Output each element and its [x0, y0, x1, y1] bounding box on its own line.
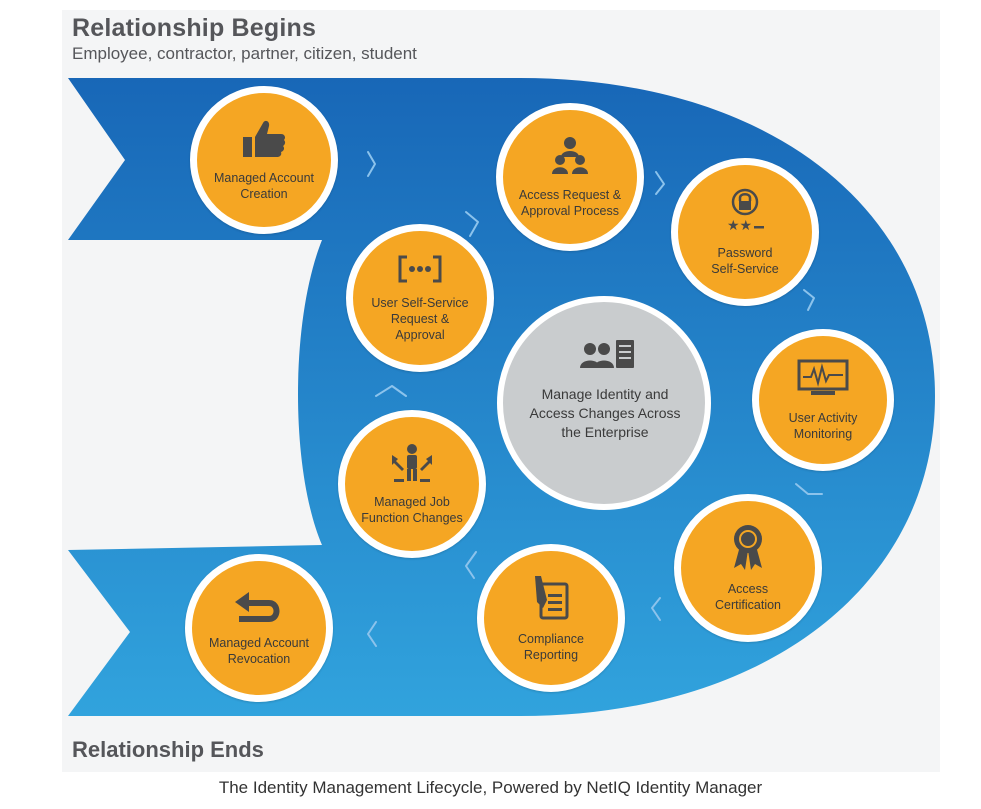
lock-password-icon: ★★: [723, 188, 767, 239]
step-label: User Activity Monitoring: [788, 410, 858, 441]
flow-chevron: [375, 385, 407, 397]
flow-chevron: [803, 289, 815, 311]
lifecycle-step-4: User Activity Monitoring: [752, 329, 894, 471]
people-group-icon: [550, 136, 590, 181]
step-label: Managed Account Revocation: [208, 635, 310, 666]
step-label: User Self-Service Request & Approval: [371, 295, 469, 342]
pen-document-icon: [531, 574, 571, 625]
lifecycle-step-6: Compliance Reporting: [477, 544, 625, 692]
step-label: Managed Account Creation: [213, 170, 315, 201]
center-hub-label: Manage Identity and Access Changes Acros…: [529, 386, 681, 440]
lifecycle-step-3: ★★ Password Self-Service: [671, 158, 819, 306]
flow-chevron: [367, 151, 376, 177]
flow-chevron: [651, 597, 661, 621]
relationship-begins-title: Relationship Begins: [72, 14, 317, 42]
brackets-dots-icon: [397, 254, 443, 289]
lifecycle-step-8: Managed Job Function Changes: [338, 410, 486, 558]
lifecycle-step-5: Access Certification: [674, 494, 822, 642]
lifecycle-step-9: User Self-Service Request & Approval: [346, 224, 494, 372]
monitor-activity-icon: [797, 359, 849, 404]
person-arrows-icon: [390, 443, 434, 488]
step-label: Password Self-Service: [711, 245, 779, 276]
thumbs-up-icon: [241, 119, 287, 164]
step-label: Access Request & Approval Process: [518, 187, 622, 218]
step-label: Access Certification: [715, 581, 781, 612]
flow-chevron: [465, 551, 477, 579]
flow-chevron: [795, 483, 823, 495]
undo-arrow-icon: [233, 590, 285, 629]
lifecycle-step-2: Access Request & Approval Process: [496, 103, 644, 251]
figure-caption: The Identity Management Lifecycle, Power…: [218, 778, 763, 797]
lifecycle-step-1: Managed Account Creation: [190, 86, 338, 234]
flow-chevron: [465, 211, 479, 237]
flow-chevron: [655, 171, 665, 195]
lifecycle-step-7: Managed Account Revocation: [185, 554, 333, 702]
relationship-begins-subtitle: Employee, contractor, partner, citizen, …: [72, 44, 417, 63]
step-label: Compliance Reporting: [517, 631, 584, 662]
svg-text:★★: ★★: [727, 218, 752, 234]
flow-chevron: [367, 621, 377, 647]
relationship-ends-title: Relationship Ends: [72, 737, 264, 762]
step-label: Managed Job Function Changes: [361, 494, 463, 525]
award-ribbon-icon: [731, 524, 765, 575]
